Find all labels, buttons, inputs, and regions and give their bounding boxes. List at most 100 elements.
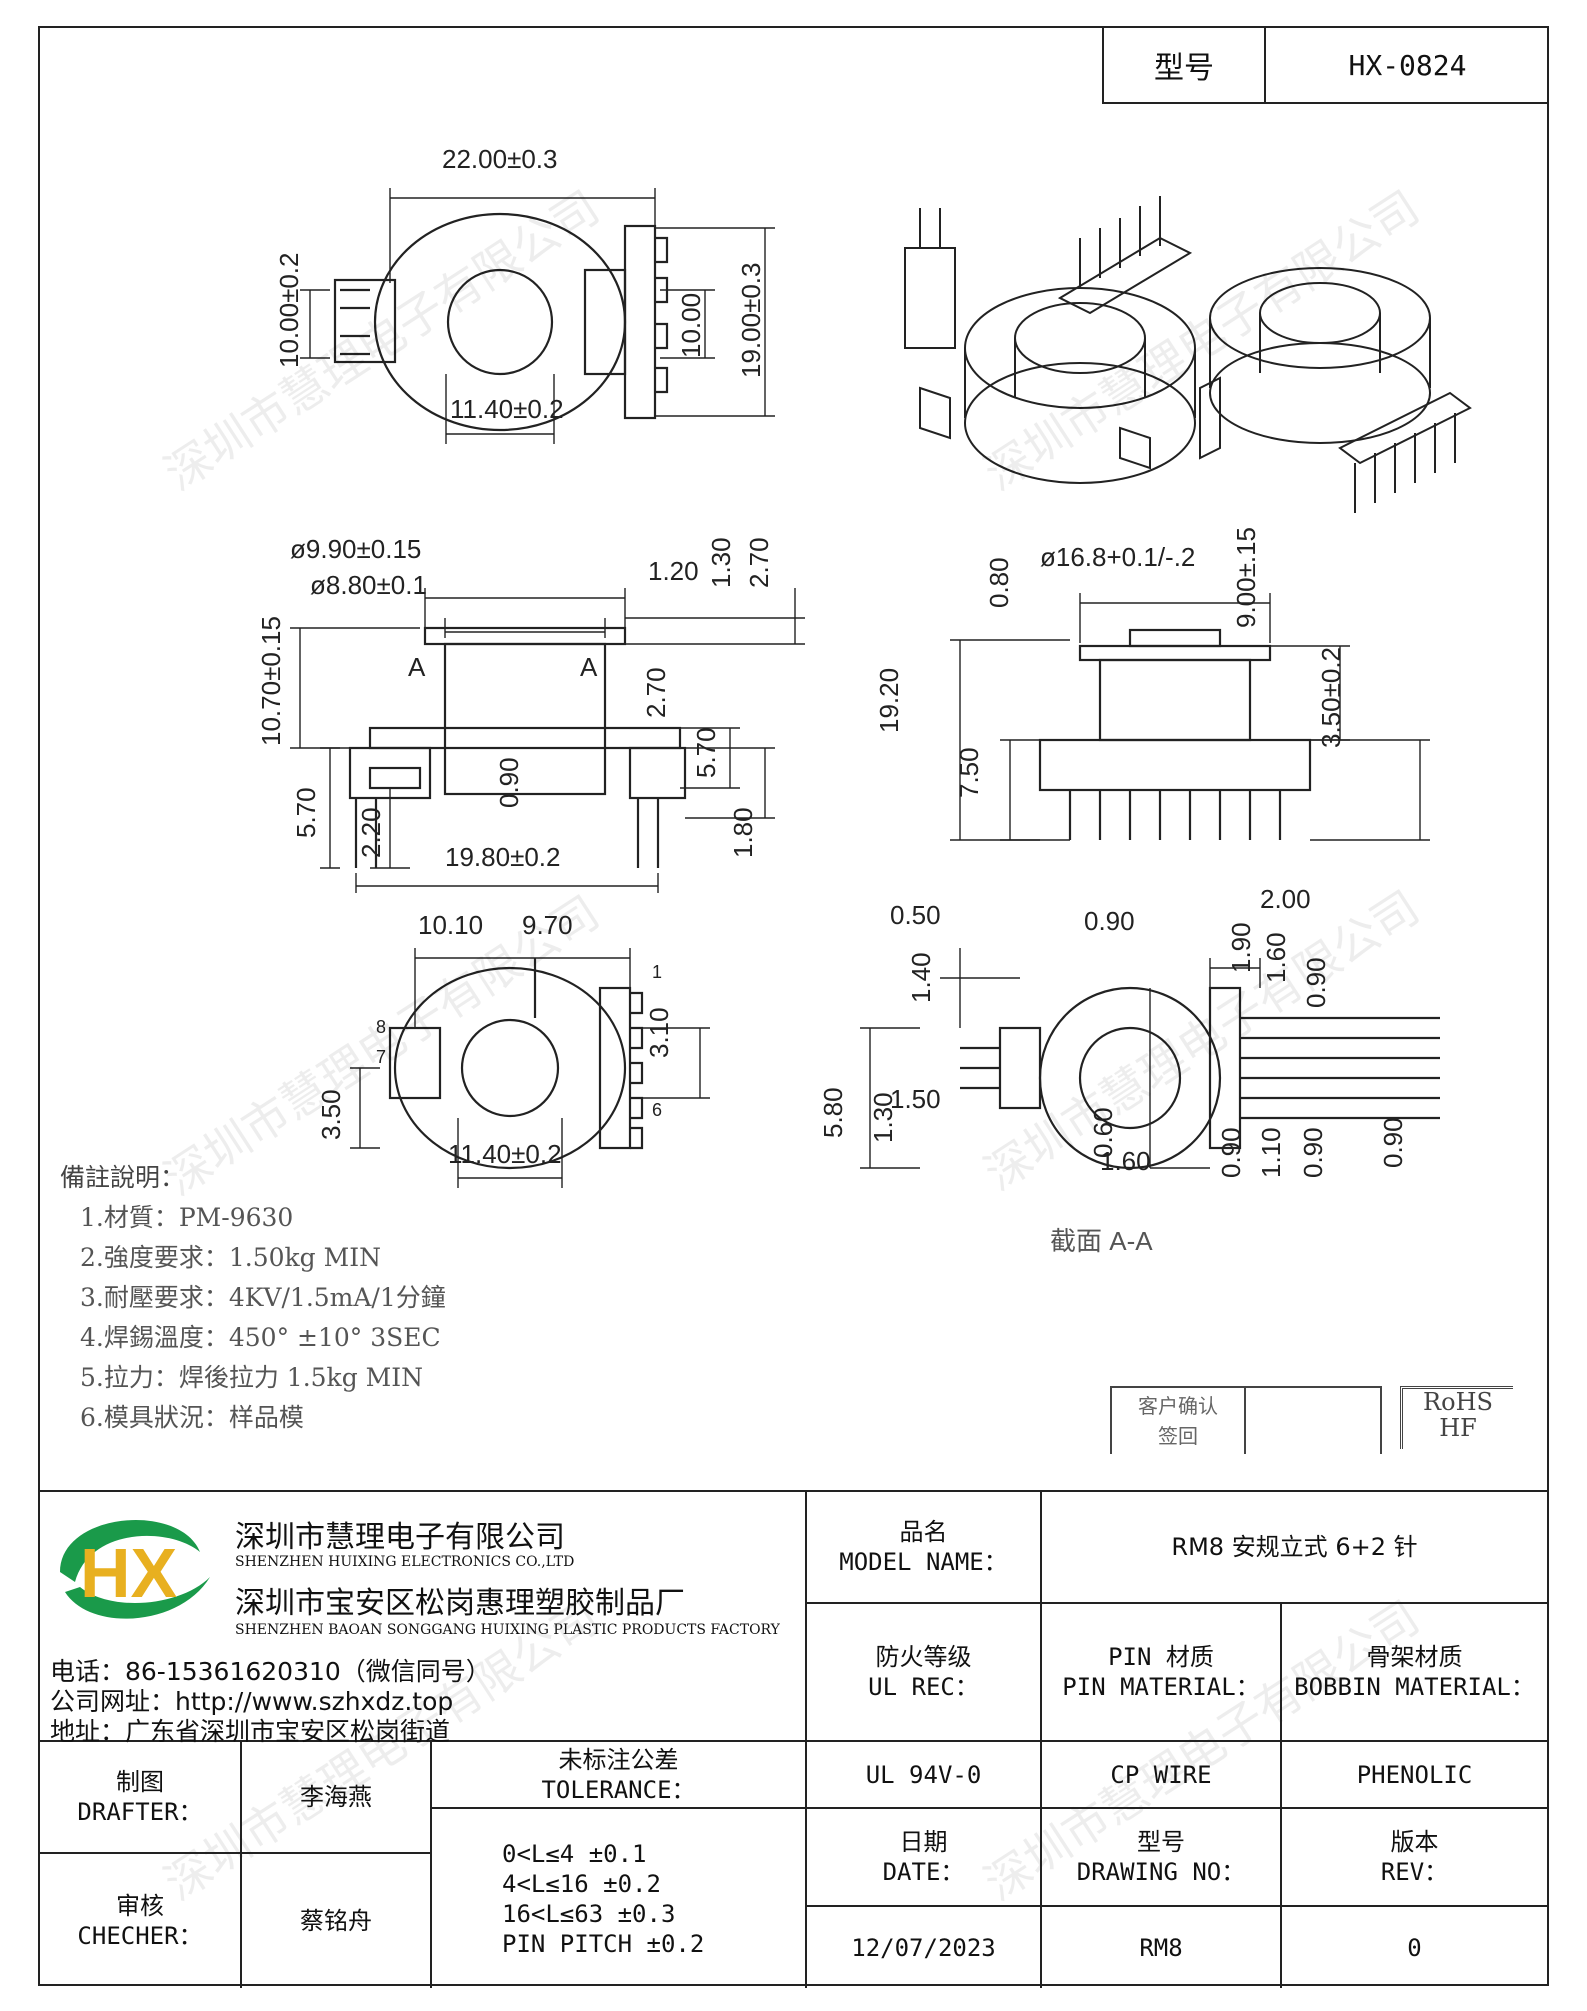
section-view xyxy=(960,986,1440,1170)
dim-i: 19.80±0.2 xyxy=(445,842,560,872)
dim-h: 5.70 xyxy=(291,787,321,838)
checker-label: 审核 CHECHER： xyxy=(77,1892,203,1950)
rohs-stamp: RoHS HF xyxy=(1400,1386,1513,1449)
confirm-sign-area[interactable] xyxy=(1246,1388,1380,1454)
factory-en-name: SHENZHEN BAOAN SONGGANG HUIXING PLASTIC … xyxy=(235,1622,780,1638)
model-header: 型号 HX-0824 xyxy=(1102,28,1549,104)
date-label: 日期 DATE： xyxy=(882,1828,965,1886)
dim-130: 1.30 xyxy=(706,537,736,588)
model-value: HX-0824 xyxy=(1348,48,1467,82)
sec-200: 2.00 xyxy=(1260,884,1311,914)
ul-value: UL 94V-0 xyxy=(865,1760,982,1789)
note-item: 5.拉力：焊後拉力 1.5kg MIN xyxy=(80,1363,424,1392)
confirm-line-1: 客户确认 xyxy=(1138,1394,1218,1418)
sec-160b: 1.60 xyxy=(1100,1146,1151,1176)
dim-s: 3.10 xyxy=(644,1007,674,1058)
dim-l: ø16.8+0.1/-.2 xyxy=(1040,542,1195,572)
section-mark-left: A xyxy=(408,652,426,682)
pin-8: 8 xyxy=(376,1017,386,1037)
isometric-views xyxy=(904,196,1472,513)
section-caption: 截面 A-A xyxy=(1050,1226,1153,1256)
ul-label: 防火等级 UL REC： xyxy=(868,1643,979,1701)
pin-6: 6 xyxy=(652,1100,662,1120)
dim-d: 19.00±0.3 xyxy=(736,263,766,378)
title-block: HX 深圳市慧理电子有限公司 SHENZHEN HUIXING ELECTRON… xyxy=(40,1490,1547,1988)
dim-g: 10.70±0.15 xyxy=(256,616,286,746)
company-logo: HX xyxy=(60,1519,210,1619)
sec-090c: 0.90 xyxy=(1216,1127,1246,1178)
model-name-value: RM8 安规立式 6+2 针 xyxy=(1171,1533,1418,1561)
tolerance-table: 0<L≤4 ±0.1 4<L≤16 ±0.2 16<L≤63 ±0.3 PIN … xyxy=(502,1839,705,1958)
bobbin-material-value: PHENOLIC xyxy=(1356,1760,1473,1789)
sec-060: 0.60 xyxy=(1088,1107,1118,1158)
company-en-name: SHENZHEN HUIXING ELECTRONICS CO.,LTD xyxy=(235,1554,575,1570)
dim-270b: 2.70 xyxy=(641,667,671,718)
drawing-no-value: RM8 xyxy=(1139,1933,1183,1962)
pin-material-value: CP WIRE xyxy=(1110,1760,1212,1789)
note-item: 3.耐壓要求：4KV/1.5mA/1分鐘 xyxy=(80,1283,446,1312)
dim-120: 1.20 xyxy=(648,556,699,586)
dim-1010: 10.10 xyxy=(418,910,483,940)
sec-090d: 0.90 xyxy=(1298,1127,1328,1178)
dim-900: 9.00±.15 xyxy=(1231,527,1261,628)
tolerance-label: 未标注公差 TOLERANCE： xyxy=(541,1745,696,1804)
sec-160a: 1.60 xyxy=(1261,932,1291,983)
company-website[interactable]: 公司网址：http://www.szhxdz.top xyxy=(50,1687,454,1716)
front-view xyxy=(348,626,687,868)
sec-190: 1.90 xyxy=(1226,922,1256,973)
drafter-label: 制图 DRAFTER： xyxy=(77,1768,203,1826)
dim-r: 11.40±0.2 xyxy=(448,1139,562,1169)
sec-150: 1.50 xyxy=(890,1084,941,1114)
note-item: 1.材質：PM-9630 xyxy=(80,1203,294,1232)
checker-value: 蔡铭舟 xyxy=(300,1907,372,1935)
company-cn-name: 深圳市慧理电子有限公司 xyxy=(235,1520,565,1555)
pin-material-label: PIN 材质 PIN MATERIAL： xyxy=(1062,1643,1260,1701)
dim-10: 10.00 xyxy=(676,293,706,358)
dim-c: 11.40±0.2 xyxy=(450,394,564,424)
company-info: HX 深圳市慧理电子有限公司 SHENZHEN HUIXING ELECTRON… xyxy=(40,1492,805,1746)
dim-180: 1.80 xyxy=(728,807,758,858)
sec-050: 0.50 xyxy=(890,900,941,930)
dim-970: 9.70 xyxy=(522,910,573,940)
side-view xyxy=(1038,628,1312,840)
top-view xyxy=(333,212,669,432)
company-phone: 电话：86-15361620310（微信同号） xyxy=(50,1657,491,1686)
technical-drawing: 22.00±0.3 10.00±0.2 11.40±0.2 19.00±0.3 … xyxy=(256,144,1472,1256)
confirm-line-2: 签回 xyxy=(1158,1424,1198,1448)
drafter-value: 李海燕 xyxy=(300,1783,372,1811)
notes-list: 1.材質：PM-9630 2.強度要求：1.50kg MIN 3.耐壓要求：4K… xyxy=(60,1198,446,1438)
drawing-sheet: 型号 HX-0824 xyxy=(38,26,1549,1988)
model-name-label: 品名 MODEL NAME： xyxy=(839,1518,1008,1576)
sec-090b: 0.90 xyxy=(1301,957,1331,1008)
notes-heading: 備註說明： xyxy=(60,1163,186,1192)
factory-cn-name: 深圳市宝安区松岗惠理塑胶制品厂 xyxy=(235,1586,685,1621)
customer-confirm-box: 客户确认 签回 xyxy=(1110,1386,1382,1454)
bobbin-material-label: 骨架材质 BOBBIN MATERIAL： xyxy=(1294,1643,1535,1701)
dim-f: ø8.80±0.1 xyxy=(310,570,427,600)
pin-7: 7 xyxy=(376,1047,386,1067)
sec-110: 1.10 xyxy=(1256,1127,1286,1178)
dim-m: 19.20 xyxy=(874,668,904,733)
dim-n: 7.50 xyxy=(954,747,984,798)
date-value: 12/07/2023 xyxy=(851,1933,996,1962)
sec-140: 1.40 xyxy=(906,952,936,1003)
company-address: 地址：广东省深圳市宝安区松岗街道 xyxy=(50,1717,451,1746)
section-mark-right: A xyxy=(580,652,598,682)
dim-q: 3.50 xyxy=(316,1089,346,1140)
dim-570: 5.70 xyxy=(691,727,721,778)
sec-580: 5.80 xyxy=(818,1087,848,1138)
rohs-line-1: RoHS xyxy=(1423,1388,1493,1416)
logo-text: HX xyxy=(80,1534,178,1612)
notes: 備註說明： 1.材質：PM-9630 2.強度要求：1.50kg MIN 3.耐… xyxy=(60,1158,446,1438)
bottom-view xyxy=(388,958,644,1170)
dim-270a: 2.70 xyxy=(744,537,774,588)
pin-1: 1 xyxy=(652,962,662,982)
dim-e: ø9.90±0.15 xyxy=(290,534,421,564)
dim-b: 10.00±0.2 xyxy=(274,253,304,368)
drawing-no-label: 型号 DRAWING NO： xyxy=(1076,1828,1246,1886)
sec-130: 1.30 xyxy=(868,1092,898,1143)
dim-a: 22.00±0.3 xyxy=(442,144,557,174)
rev-label: 版本 REV： xyxy=(1380,1828,1449,1886)
rev-value: 0 xyxy=(1407,1933,1422,1962)
rohs-line-2: HF xyxy=(1439,1414,1477,1442)
